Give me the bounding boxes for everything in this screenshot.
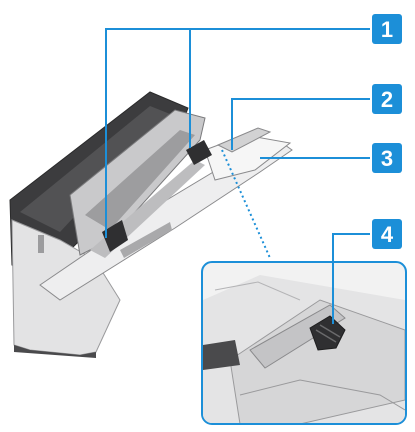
inset-bg-line [214, 281, 301, 301]
callout-1: 1 [372, 14, 402, 44]
lever-grip-line-1 [315, 329, 337, 343]
tray-edge [120, 222, 172, 258]
callout-2-box [372, 84, 402, 114]
detail-inset [201, 261, 407, 425]
leader-line-4 [332, 233, 370, 324]
inset-edge-line [239, 379, 405, 411]
leader-line-2 [231, 98, 370, 150]
leader-lines [105, 28, 370, 324]
callout-4: 4 [372, 219, 402, 249]
paper-guide-right [186, 140, 212, 165]
multipurpose-tray [39, 127, 293, 301]
printer-side-highlight [20, 106, 170, 232]
inset-dark-block [203, 340, 240, 370]
callout-2-number: 2 [381, 87, 393, 112]
callout-3-number: 3 [381, 146, 393, 171]
callout-1-number: 1 [381, 17, 393, 42]
callout-3-box [372, 143, 402, 173]
callout-2: 2 [372, 84, 402, 114]
callout-4-box [372, 219, 402, 249]
inset-tray-surface [229, 299, 405, 423]
callout-3: 3 [372, 143, 402, 173]
callout-4-number: 4 [381, 222, 394, 247]
tray-surface [39, 144, 293, 301]
leader-line-1a [105, 28, 370, 238]
callout-1-box [372, 14, 402, 44]
printer-front-slot [38, 235, 44, 253]
paper-guide-left [102, 220, 128, 252]
printer-base-strip [14, 345, 96, 358]
lever-grip-line-2 [319, 324, 341, 338]
tray-inner-shadow [85, 130, 195, 230]
